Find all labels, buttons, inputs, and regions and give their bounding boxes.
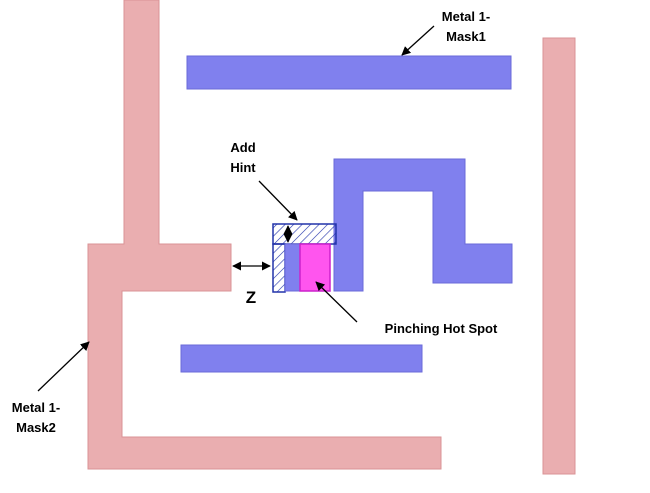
hint-vertical — [272, 243, 286, 293]
hint-label-line2: Hint — [230, 160, 256, 175]
mask1-gap-fill — [284, 243, 301, 292]
hint-label-line1: Add — [230, 140, 255, 155]
mask1-bottom-bar — [180, 344, 423, 373]
z-label: Z — [246, 288, 256, 307]
mask2-shapes — [87, 0, 576, 475]
mask1-top-bar — [186, 55, 512, 90]
hint-horizontal — [272, 223, 337, 245]
mask1-shapes — [180, 55, 513, 373]
pinching-hotspot — [299, 243, 331, 292]
mask1-u-polygon — [333, 158, 513, 292]
mask1-arrow — [401, 25, 435, 56]
hint-arrow — [258, 180, 298, 221]
mask2-left-polygon — [87, 0, 442, 470]
labels: Metal 1- Mask1 Metal 1- Mask2 Add Hint Z… — [12, 9, 498, 435]
annotation-arrows — [37, 25, 435, 392]
mask2-right-bar — [542, 37, 576, 475]
mask2-arrow — [37, 341, 90, 392]
hotspot-arrow — [315, 281, 358, 323]
mask1-label-line2: Mask1 — [446, 29, 486, 44]
mask2-label-line2: Mask2 — [16, 420, 56, 435]
hotspot-label: Pinching Hot Spot — [385, 321, 498, 336]
mask1-label-line1: Metal 1- — [442, 9, 490, 24]
mask2-label-line1: Metal 1- — [12, 400, 60, 415]
